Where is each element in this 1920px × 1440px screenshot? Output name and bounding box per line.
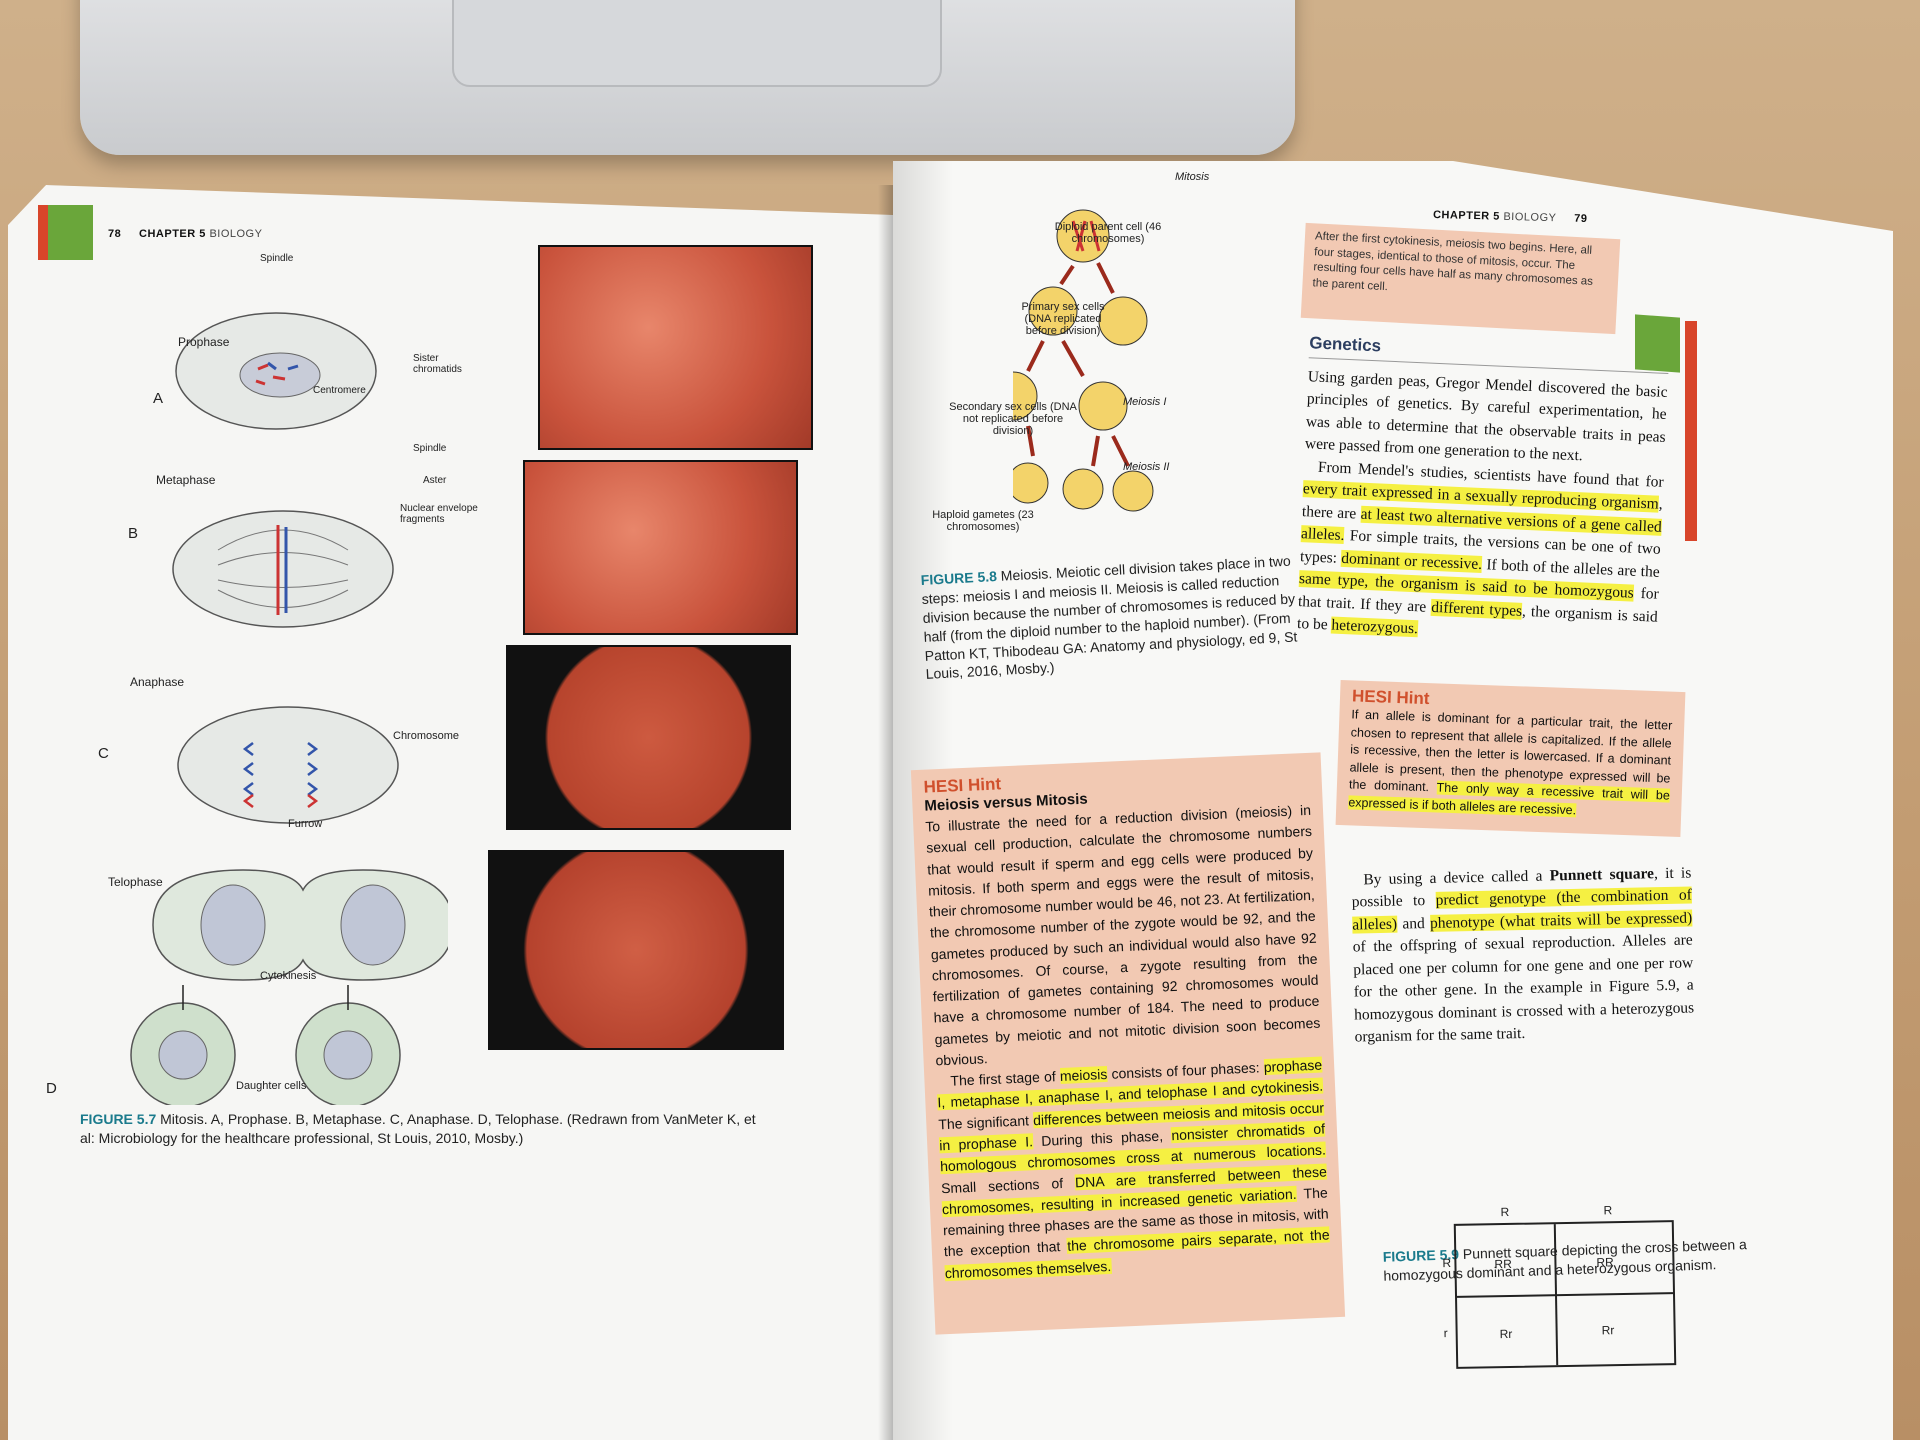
label-mitosis: Mitosis [1175, 171, 1210, 183]
label-meiosis-1: Meiosis I [1123, 396, 1167, 408]
mitosis-diagram [130, 312, 448, 1105]
open-textbook: 78 CHAPTER 5 BIOLOGY [0, 125, 1920, 1440]
figure-5-7-label: FIGURE 5.7 [80, 1111, 157, 1127]
label-primary: Primary sex cells (DNA replicated before… [1021, 301, 1105, 338]
genetics-section: Genetics Using garden peas, Gregor Mende… [1297, 333, 1670, 651]
figure-5-8-label: FIGURE 5.8 [920, 568, 998, 588]
panel-letter-d: D [46, 1080, 57, 1097]
panel-letter-b: B [128, 525, 139, 542]
label-spindle-2: Spindle [413, 443, 447, 454]
figure-5-8-caption: FIGURE 5.8 Meiosis. Meiotic cell divisio… [920, 551, 1305, 684]
panel-letter-a: A [153, 390, 164, 407]
label-diploid: Diploid parent cell (46 chromosomes) [1054, 221, 1162, 246]
highlight: heterozygous. [1331, 616, 1419, 638]
label-telophase: Telophase [108, 875, 163, 889]
laptop [80, 0, 1295, 155]
highlight: meiosis [1059, 1066, 1108, 1085]
label-sister-chromatids: Sister chromatids [413, 353, 462, 375]
label-haploid: Haploid gametes (23 chromosomes) [932, 509, 1034, 534]
text-run: If an allele is dominant for a particula… [1348, 707, 1673, 795]
hint-paragraph-1: To illustrate the need for a reduction d… [924, 801, 1321, 1069]
text-run: and [1396, 914, 1431, 933]
page-header-right: CHAPTER 5 BIOLOGY 79 [1433, 209, 1588, 225]
red-tab-right [1685, 321, 1697, 541]
panel-letter-c: C [98, 745, 109, 762]
page-number: 78 [108, 228, 122, 240]
trackpad [452, 0, 942, 87]
label-spindle: Spindle [260, 253, 294, 264]
red-tab [38, 205, 48, 260]
subject-label-right: BIOLOGY [1503, 210, 1557, 225]
micrograph-metaphase [523, 460, 798, 635]
label-secondary: Secondary sex cells (DNA not replicated … [949, 401, 1077, 438]
right-page: CHAPTER 5 BIOLOGY 79 Mitosis Diploid par… [893, 161, 1893, 1440]
label-prophase: Prophase [178, 335, 230, 349]
text-run: By using a device called a [1363, 867, 1550, 889]
genetics-paragraph-2: From Mendel's studies, scientists have f… [1297, 456, 1664, 651]
micrograph-prophase [538, 245, 813, 450]
punnett-row-2: r [1443, 1326, 1448, 1341]
label-centromere: Centromere [313, 385, 366, 396]
hint-2-text: If an allele is dominant for a particula… [1348, 706, 1672, 822]
highlight: different types [1430, 598, 1523, 620]
text-run: The first stage of [950, 1068, 1061, 1089]
punnett-cell-12: RR [1596, 1255, 1614, 1270]
label-daughter-cells: Daughter cells [236, 1080, 307, 1092]
genetics-paragraph-1: Using garden peas, Gregor Mendel discove… [1304, 368, 1668, 465]
micrograph-anaphase [506, 645, 791, 830]
punnett-col-2: R [1603, 1203, 1613, 1218]
page-number-right: 79 [1574, 212, 1588, 226]
label-chromosome: Chromosome [393, 730, 460, 742]
text-run: of the offspring of sexual reproduction.… [1352, 931, 1695, 1046]
label-nuclear-envelope: Nuclear envelope fragments [400, 503, 478, 525]
hesi-hint-meiosis: HESI Hint Meiosis versus Mitosis To illu… [910, 752, 1346, 1335]
text-run: If both of the alleles are the [1481, 555, 1661, 581]
text-run: consists of four phases: [1106, 1059, 1265, 1083]
label-cytokinesis: Cytokinesis [260, 970, 317, 982]
highlight: dominant or recessive. [1341, 549, 1483, 573]
left-page: 78 CHAPTER 5 BIOLOGY [8, 185, 893, 1440]
hint-paragraph-2: The first stage of meiosis consists of f… [936, 1055, 1331, 1284]
label-meiosis-2: Meiosis II [1123, 461, 1170, 473]
label-metaphase: Metaphase [156, 473, 216, 487]
chapter-label-right: CHAPTER 5 [1432, 208, 1501, 223]
figure-5-7-caption: FIGURE 5.7 Mitosis. A, Prophase. B, Meta… [80, 1110, 760, 1148]
green-tab [48, 205, 93, 260]
subject-label: BIOLOGY [209, 228, 263, 240]
top-box-text: After the first cytokinesis, meiosis two… [1312, 230, 1594, 293]
text-run: The significant [937, 1111, 1034, 1133]
top-box: After the first cytokinesis, meiosis two… [1300, 222, 1621, 335]
text-run: During this phase, [1032, 1127, 1172, 1150]
punnett-cell-22: Rr [1601, 1323, 1615, 1338]
chapter-label: CHAPTER 5 [139, 228, 206, 240]
figure-5-7-text: Mitosis. A, Prophase. B, Metaphase. C, A… [80, 1111, 756, 1146]
punnett-cell-21: Rr [1499, 1326, 1513, 1342]
punnett-paragraph: By using a device called a Punnett squar… [1351, 862, 1695, 1049]
label-aster: Aster [423, 475, 447, 486]
punnett-square: R R R r RR RR Rr Rr [1442, 1203, 1677, 1369]
hesi-hint-alleles: HESI Hint If an allele is dominant for a… [1335, 680, 1686, 837]
page-header: 78 CHAPTER 5 BIOLOGY [108, 228, 262, 240]
label-furrow: Furrow [288, 818, 323, 830]
term-punnett-square: Punnett square [1549, 865, 1655, 885]
punnett-col-1: R [1500, 1204, 1510, 1220]
meiosis-diagram [1013, 209, 1154, 512]
punnett-cell-11: RR [1494, 1256, 1512, 1272]
text-run: Small sections of [940, 1173, 1076, 1196]
punnett-row-1: R [1442, 1255, 1452, 1271]
highlight: phenotype (what traits will be expressed… [1429, 909, 1693, 932]
micrograph-telophase [488, 850, 784, 1050]
punnett-grid-h [1457, 1292, 1674, 1298]
label-anaphase: Anaphase [130, 675, 185, 689]
